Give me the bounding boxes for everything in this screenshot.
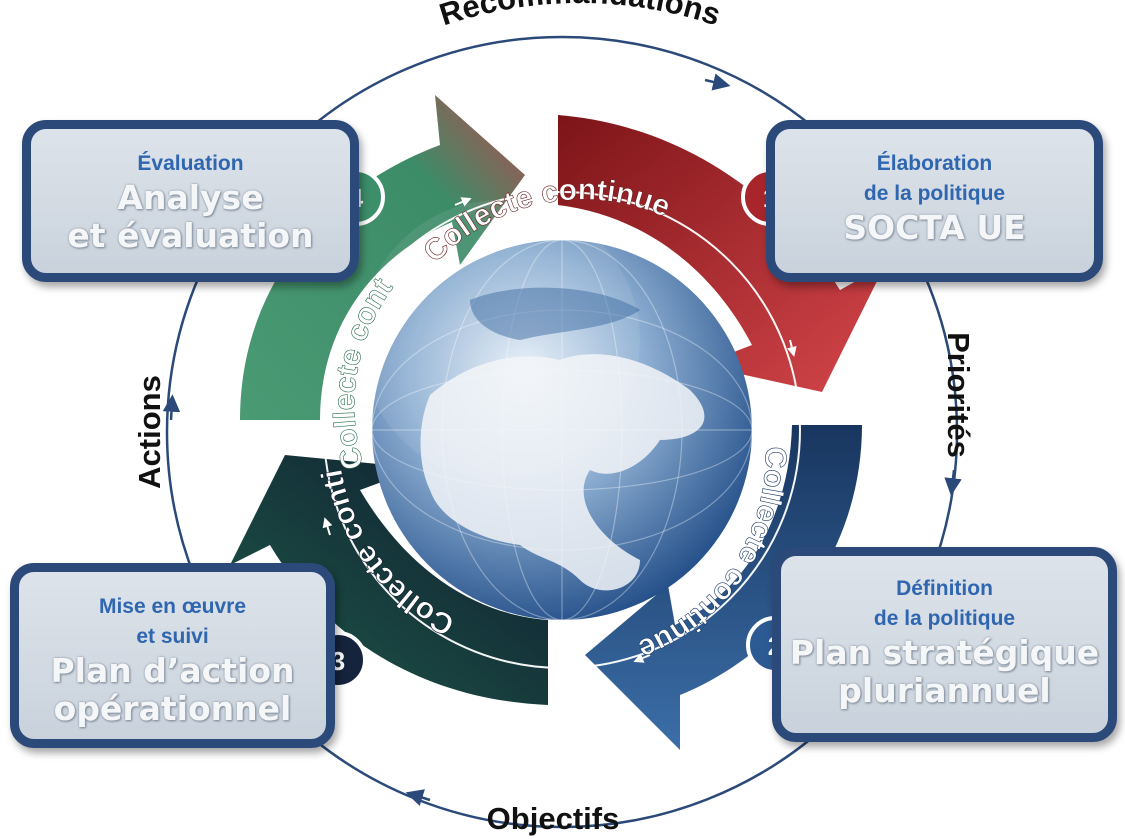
ring-label-priorites: Priorités [941,332,976,458]
stage-box-elaboration: Élaboration de la politique SOCTA UE [766,120,1103,282]
stage-name-line2: pluriannuel [838,671,1051,710]
stage-phase: Définition [896,577,993,600]
green-cycle-arrow [240,95,525,420]
stage-name-line2: opérationnel [53,689,292,728]
stage-phase: Élaboration [876,152,993,175]
blue-cycle-arrow [585,425,862,750]
stage-phase-line2: de la politique [873,607,1016,630]
outer-cycle-ring [162,35,962,829]
globe [360,200,753,621]
stage-name: Plan d’action [50,651,295,690]
stage-name: SOCTA UE [843,208,1026,247]
stage-name: Plan stratégique [789,633,1100,672]
stage-box-mise-en-oeuvre: Mise en œuvre et suivi Plan d’action opé… [10,563,335,748]
stage-phase: Mise en œuvre [98,595,247,618]
ring-label-objectifs: Objectifs [487,801,620,836]
stage-phase: Évaluation [137,152,244,175]
inner-collection-ring [322,191,801,669]
ring-arrow-bottom [405,789,431,806]
ring-arrow-left [162,394,181,421]
globe-landmass [420,354,705,591]
stage-phase-line2: et suivi [136,625,209,648]
navy-cycle-arrow [230,455,548,705]
stage-name: Analyse [117,178,264,217]
stage-box-evaluation: Évaluation Analyse et évaluation [22,120,359,282]
ring-arrow-right [944,469,962,496]
ring-label-recommandations: Recommandations [435,0,725,32]
ring-arrow-top [704,73,731,91]
stage-box-definition: Définition de la politique Plan stratégi… [772,547,1117,742]
stage-phase-line2: de la politique [863,182,1006,205]
ring-label-actions: Actions [132,375,167,489]
stage-name-line2: et évaluation [67,216,314,255]
